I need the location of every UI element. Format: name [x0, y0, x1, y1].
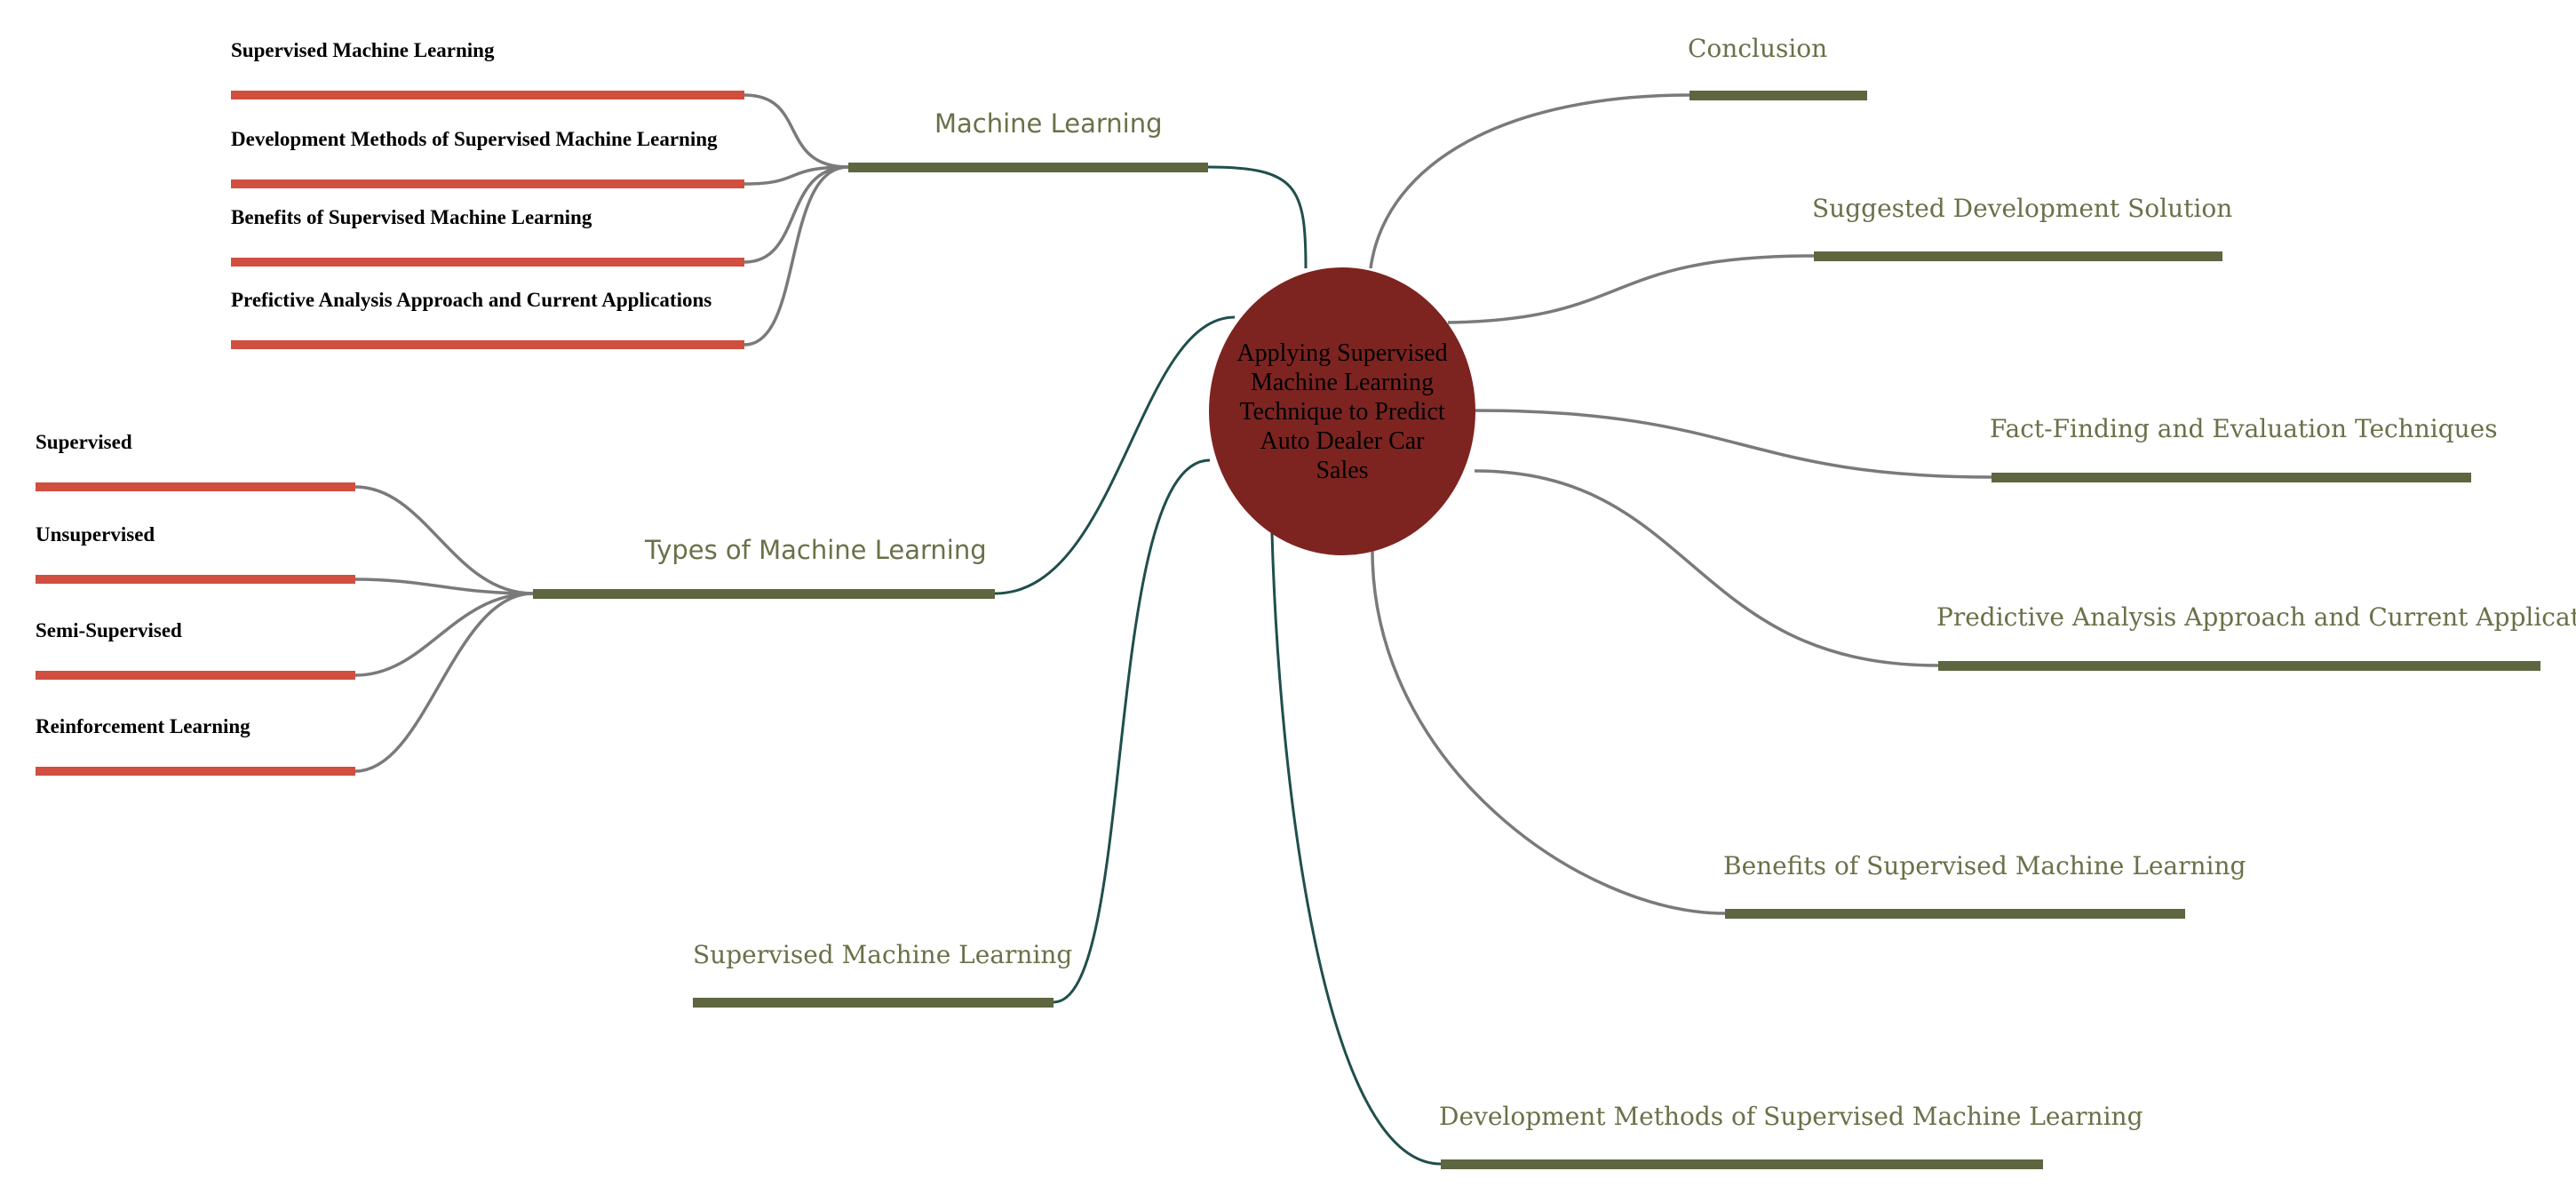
connector-conclusion [1369, 93, 1690, 269]
bar-types-child-2[interactable] [36, 575, 355, 584]
bar-types-child-3[interactable] [36, 671, 355, 680]
connector-types-child-4 [354, 592, 534, 773]
leaf-ml-supervised[interactable]: Supervised Machine Learning [231, 39, 495, 61]
bar-fact-finding[interactable] [1992, 473, 2471, 482]
bar-suggested-solution[interactable] [1814, 251, 2222, 261]
connector-supervised-ml [1053, 458, 1211, 1004]
bar-development-methods[interactable] [1441, 1159, 2043, 1169]
connector-development-methods [1270, 532, 1442, 1166]
bar-benefits[interactable] [1725, 909, 2185, 919]
connector-machine-learning [1207, 165, 1308, 269]
branch-fact-finding[interactable]: Fact-Finding and Evaluation Techniques [1990, 414, 2498, 443]
connector-types-child-2 [354, 578, 534, 595]
leaf-types-reinforcement[interactable]: Reinforcement Learning [36, 715, 250, 737]
bar-predictive-analysis[interactable] [1938, 661, 2540, 671]
leaf-ml-development-methods[interactable]: Development Methods of Supervised Machin… [231, 128, 718, 150]
bar-ml-child-2[interactable] [231, 179, 744, 188]
connector-ml-child-1 [743, 93, 849, 169]
connector-types-of-ml [994, 315, 1236, 595]
bar-supervised-ml[interactable] [693, 998, 1053, 1008]
bar-types-child-4[interactable] [36, 767, 355, 776]
branch-suggested-solution[interactable]: Suggested Development Solution [1812, 194, 2233, 223]
bar-types-of-ml[interactable] [533, 589, 995, 599]
central-topic-node[interactable] [1209, 267, 1475, 555]
connector-types-child-1 [354, 485, 534, 595]
connector-suggested-solution [1447, 254, 1815, 324]
connector-ml-child-4 [743, 165, 849, 347]
branch-conclusion[interactable]: Conclusion [1688, 34, 1828, 63]
branch-benefits[interactable]: Benefits of Supervised Machine Learning [1723, 851, 2246, 880]
bar-conclusion[interactable] [1690, 91, 1867, 100]
branch-development-methods[interactable]: Development Methods of Supervised Machin… [1439, 1102, 2143, 1131]
connector-benefits [1371, 550, 1726, 915]
bar-ml-child-3[interactable] [231, 258, 744, 267]
bar-types-child-1[interactable] [36, 482, 355, 491]
branch-supervised-ml[interactable]: Supervised Machine Learning [693, 940, 1073, 969]
connector-fact-finding [1474, 409, 1992, 479]
leaf-ml-predictive-analysis[interactable]: Prefictive Analysis Approach and Current… [231, 289, 712, 311]
branch-predictive-analysis[interactable]: Predictive Analysis Approach and Current… [1936, 602, 2576, 632]
leaf-types-semi-supervised[interactable]: Semi-Supervised [36, 619, 182, 641]
connector-predictive-analysis [1474, 469, 1939, 667]
leaf-ml-benefits[interactable]: Benefits of Supervised Machine Learning [231, 206, 592, 228]
bar-ml-child-4[interactable] [231, 340, 744, 349]
branch-types-of-ml[interactable]: Types of Machine Learning [645, 535, 987, 565]
branch-machine-learning[interactable]: Machine Learning [934, 108, 1163, 139]
bar-ml-child-1[interactable] [231, 91, 744, 100]
connector-types-child-3 [354, 592, 534, 677]
leaf-types-supervised[interactable]: Supervised [36, 431, 132, 453]
bar-machine-learning[interactable] [848, 163, 1208, 172]
leaf-types-unsupervised[interactable]: Unsupervised [36, 523, 155, 546]
connector-ml-child-2 [743, 165, 849, 186]
connector-ml-child-3 [743, 165, 849, 264]
